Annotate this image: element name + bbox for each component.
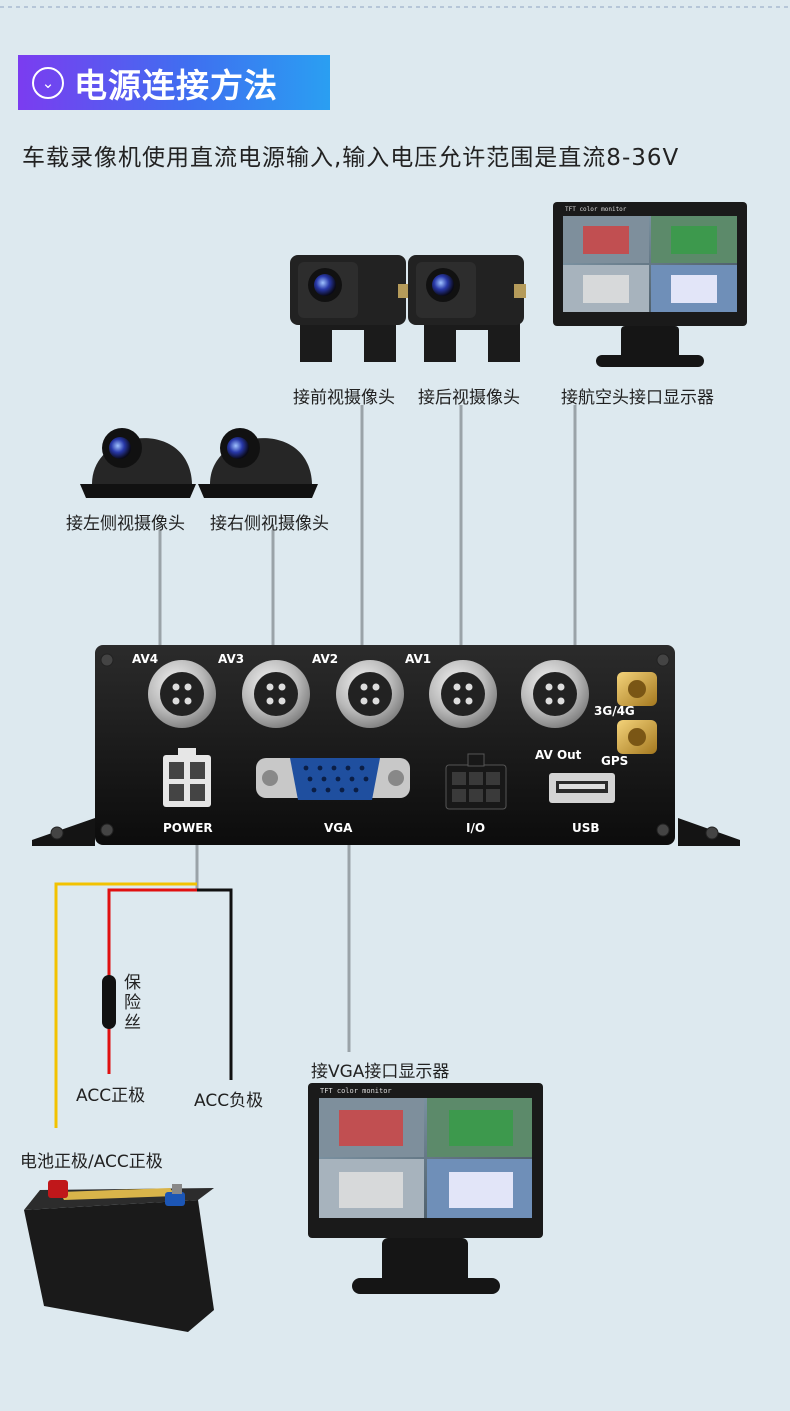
port-label-av3: AV3 — [218, 652, 244, 666]
label-fuse: 保险丝 — [124, 973, 142, 1033]
av1-connector — [429, 660, 497, 728]
port-label-io: I/O — [466, 821, 485, 835]
wire-black — [197, 890, 231, 1080]
port-label-gps: GPS — [601, 754, 628, 768]
battery — [24, 1180, 214, 1332]
rear-camera — [408, 255, 526, 362]
label-rear-camera: 接后视摄像头 — [418, 383, 520, 408]
av2-connector — [336, 660, 404, 728]
usb-port — [549, 773, 615, 803]
label-acc-positive: ACC正极 — [76, 1081, 145, 1106]
label-aviation-monitor: 接航空头接口显示器 — [561, 383, 714, 408]
av4-connector — [148, 660, 216, 728]
port-label-av2: AV2 — [312, 652, 338, 666]
label-front-camera: 接前视摄像头 — [293, 383, 395, 408]
battery-positive-terminal — [48, 1180, 68, 1198]
port-label-vga: VGA — [324, 821, 352, 835]
power-port — [163, 748, 211, 807]
label-battery: 电池正极/ACC正极 — [20, 1147, 163, 1172]
right-side-camera — [198, 428, 318, 498]
vga-monitor: TFT color monitor — [308, 1083, 543, 1294]
monitor-brand-text-1: TFT color monitor — [565, 206, 627, 213]
label-right-camera: 接右侧视摄像头 — [210, 509, 329, 534]
port-label-usb: USB — [572, 821, 600, 835]
label-acc-negative: ACC负极 — [194, 1086, 263, 1111]
left-side-camera — [80, 428, 196, 498]
port-label-3g4g: 3G/4G — [594, 704, 635, 718]
port-label-av4: AV4 — [132, 652, 158, 666]
battery-negative-terminal — [165, 1192, 185, 1206]
vga-port — [256, 758, 410, 800]
wire-red — [109, 890, 197, 1074]
antenna-gps-connector — [617, 720, 657, 754]
port-label-power: POWER — [163, 821, 213, 835]
dvr-unit — [32, 645, 740, 846]
fuse — [102, 975, 116, 1029]
label-vga-monitor: 接VGA接口显示器 — [311, 1057, 449, 1082]
port-label-av-out: AV Out — [535, 748, 581, 762]
label-left-camera: 接左侧视摄像头 — [66, 509, 185, 534]
front-camera — [290, 255, 410, 362]
av-out-connector — [521, 660, 589, 728]
antenna-3g4g-connector — [617, 672, 657, 706]
aviation-monitor: TFT color monitor — [553, 202, 747, 367]
monitor-brand-text-2: TFT color monitor — [320, 1087, 392, 1095]
av3-connector — [242, 660, 310, 728]
port-label-av1: AV1 — [405, 652, 431, 666]
